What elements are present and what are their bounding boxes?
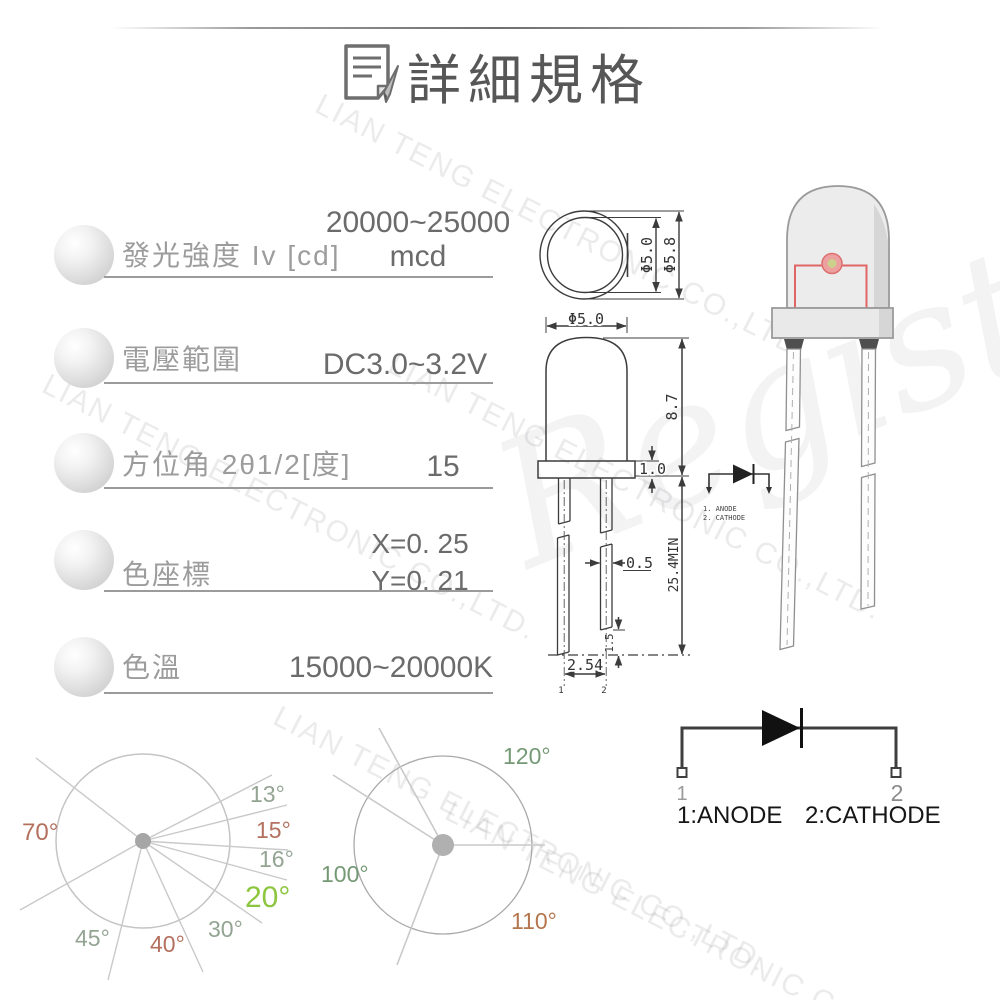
angle-label-120: 120° xyxy=(503,743,551,769)
spec-value-line1: 20000~25000 xyxy=(325,206,511,239)
spec-underline xyxy=(104,382,493,384)
chart-center-dot xyxy=(135,833,151,849)
chart-center-dot xyxy=(432,834,454,856)
pin2-number: 2 xyxy=(601,686,606,696)
angle-label-100: 100° xyxy=(321,861,369,887)
dim-dia-outer: Φ5.8 xyxy=(661,237,679,273)
dim-flange: 1.0 xyxy=(639,460,666,478)
angle-label-40: 40° xyxy=(150,931,185,957)
led-render xyxy=(771,185,894,651)
spec-value: 20000~25000 mcd xyxy=(298,206,538,274)
led-top-view-drawing: Φ5.0 Φ5.8 xyxy=(539,210,684,300)
dim-height: 8.7 xyxy=(663,393,681,420)
angle-chart-right: 120° 100° 110° xyxy=(321,727,557,966)
anode-label: 1:ANODE xyxy=(677,802,782,829)
angle-label-45: 45° xyxy=(75,925,110,951)
dim-dia-inner: Φ5.0 xyxy=(638,237,656,273)
spec-label: 發光強度 Iv [cd] xyxy=(122,240,341,271)
mini-polarity-schematic: 1. ANODE 2. CATHODE xyxy=(703,464,772,522)
pin1-number: 1 xyxy=(558,686,563,696)
angle-label-70: 70° xyxy=(22,819,58,846)
spec-label: 方位角 2θ1/2[度] xyxy=(122,449,352,480)
spec-value: 15 xyxy=(426,450,460,483)
spec-value: DC3.0~3.2V xyxy=(322,348,488,381)
spec-underline xyxy=(104,692,493,694)
polarity-schematic: 1 2 1:ANODE 2:CATHODE xyxy=(676,708,941,829)
spec-label: 色溫 xyxy=(122,652,183,683)
spec-value-line1: X=0. 25 xyxy=(371,528,469,559)
bullet-sphere xyxy=(54,637,114,697)
dim-body-dia: Φ5.0 xyxy=(568,310,604,328)
spec-underline xyxy=(104,590,493,592)
schematic-pin2: 2 xyxy=(891,780,904,806)
schematic-pin1: 1 xyxy=(676,783,687,805)
dim-pitch: 2.54 xyxy=(567,656,603,674)
dim-standoff: 1.5 xyxy=(604,634,616,653)
dim-lead-length: 25.4MIN xyxy=(667,538,682,593)
pencil-icon xyxy=(383,65,399,103)
angle-label-15: 15° xyxy=(256,817,291,843)
spec-underline xyxy=(104,276,493,278)
bullet-sphere xyxy=(54,433,114,493)
page-title: 詳細規格 xyxy=(407,51,651,111)
mini-cathode-label: 2. CATHODE xyxy=(703,514,745,522)
led-die-wire xyxy=(794,252,868,309)
spec-label: 色座標 xyxy=(122,559,213,590)
cathode-label: 2:CATHODE xyxy=(805,802,941,829)
mini-anode-label: 1. ANODE xyxy=(703,505,737,513)
angle-label-13: 13° xyxy=(250,781,285,807)
bullet-sphere xyxy=(54,225,114,285)
angle-chart-left: 70° 13° 15° 16° 20° 30° 40° 45° xyxy=(19,753,294,981)
header-divider xyxy=(112,27,884,29)
angle-label-110: 110° xyxy=(511,908,557,934)
bullet-sphere xyxy=(54,530,114,590)
spec-label: 電壓範圍 xyxy=(122,344,243,375)
spec-value: 15000~20000K xyxy=(288,651,494,684)
document-pencil-icon xyxy=(344,44,399,103)
spec-underline xyxy=(104,487,493,489)
led-front-view-drawing: Φ5.0 8.7 1.0 0.5 25.4MIN 1.5 xyxy=(537,308,690,696)
bullet-sphere xyxy=(54,328,114,388)
spec-value-line2: mcd xyxy=(389,240,447,273)
angle-label-20: 20° xyxy=(245,881,290,914)
angle-label-30: 30° xyxy=(208,916,243,942)
dim-lead-width: 0.5 xyxy=(626,554,653,572)
angle-label-16: 16° xyxy=(259,846,294,872)
